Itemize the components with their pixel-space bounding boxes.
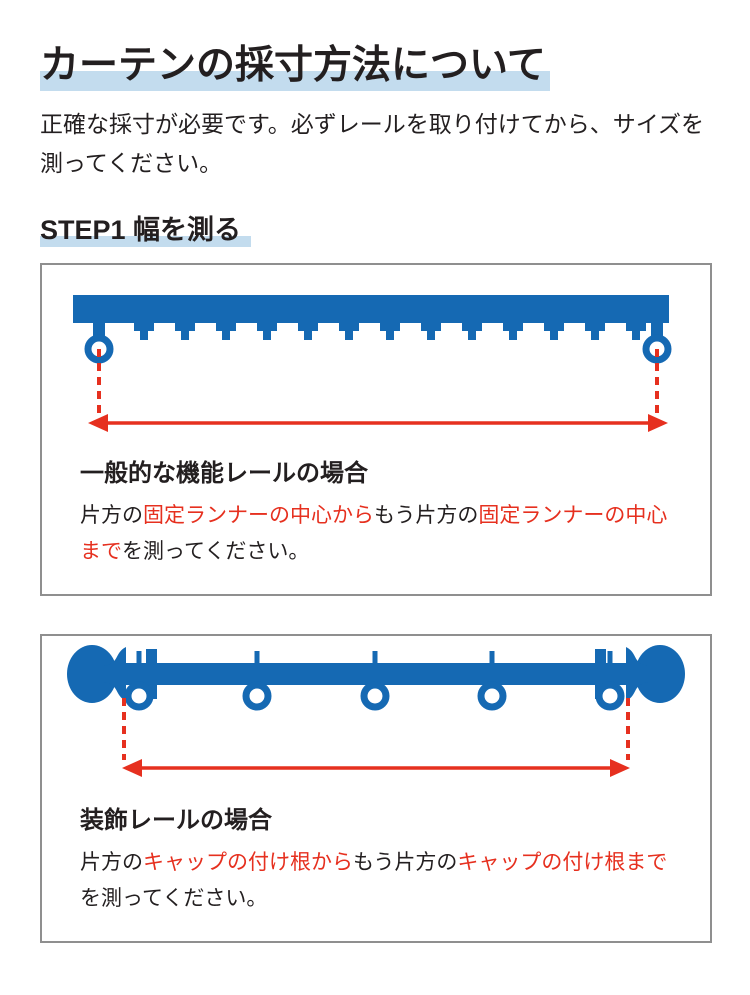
decorative-rail-box: 装飾レールの場合 片方のキャップの付け根からもう片方のキャップの付け根まで を測… bbox=[40, 634, 712, 944]
intro-line: 正確な採寸が必要です。必ずレールを取り付けてから、サイズを bbox=[40, 110, 705, 137]
caption-line: までを測ってください。 bbox=[80, 534, 672, 570]
end-cap-left-icon bbox=[67, 645, 126, 704]
intro-line: 測ってください。 bbox=[40, 150, 223, 177]
decorative-rail-caption: 装飾レールの場合 片方のキャップの付け根からもう片方のキャップの付け根まで を測… bbox=[42, 798, 710, 941]
decorative-rail-caption-title: 装飾レールの場合 bbox=[80, 807, 272, 835]
end-cap-right-icon bbox=[626, 645, 685, 704]
rod-bar-icon bbox=[124, 663, 628, 686]
functional-rail-caption-title: 一般的な機能レールの場合 bbox=[80, 459, 368, 487]
functional-rail-caption-text: 片方の固定ランナーの中心からもう片方の固定ランナーの中心 までを測ってください。 bbox=[80, 498, 672, 570]
caption-segment-red: 固定ランナーの中心 bbox=[478, 503, 668, 527]
page-title-highlight: カーテンの採寸方法について bbox=[40, 44, 550, 91]
caption-segment-red: まで bbox=[80, 540, 122, 564]
caption-segment: を測ってください。 bbox=[122, 540, 310, 564]
measurement-arrow-icon bbox=[88, 413, 668, 432]
curtain-measure-guide-page: カーテンの採寸方法について 正確な採寸が必要です。必ずレールを取り付けてから、サ… bbox=[40, 44, 712, 944]
caption-segment-red: 固定ランナーの中心から bbox=[143, 503, 374, 527]
step1-heading: STEP1 幅を測る bbox=[40, 208, 712, 247]
decorative-rail-diagram bbox=[67, 645, 685, 778]
step1-heading-highlight: STEP1 幅を測る bbox=[40, 214, 252, 247]
functional-rail-box: 一般的な機能レールの場合 片方の固定ランナーの中心からもう片方の固定ランナーの中… bbox=[40, 262, 712, 597]
bracket-left-icon bbox=[146, 649, 157, 700]
caption-line: 片方の固定ランナーの中心からもう片方の固定ランナーの中心 bbox=[80, 498, 672, 534]
caption-segment: 片方の bbox=[80, 503, 143, 527]
caption-segment-red: キャップの付け根から bbox=[143, 851, 353, 875]
caption-segment: もう片方の bbox=[353, 851, 458, 875]
runner-teeth-icon bbox=[134, 322, 646, 340]
intro-paragraph: 正確な採寸が必要です。必ずレールを取り付けてから、サイズを 測ってください。 bbox=[40, 105, 712, 184]
decorative-rail-caption-text: 片方のキャップの付け根からもう片方のキャップの付け根まで を測ってください。 bbox=[80, 845, 672, 917]
caption-line: を測ってください。 bbox=[80, 881, 672, 917]
caption-segment-red: キャップの付け根まで bbox=[457, 851, 668, 875]
page-title: カーテンの採寸方法について bbox=[40, 44, 712, 91]
functional-rail-caption: 一般的な機能レールの場合 片方の固定ランナーの中心からもう片方の固定ランナーの中… bbox=[42, 451, 710, 594]
caption-segment: もう片方の bbox=[374, 503, 479, 527]
functional-rail-diagram bbox=[73, 294, 672, 432]
measurement-arrow-icon bbox=[122, 759, 630, 778]
caption-segment: 片方の bbox=[80, 851, 143, 875]
caption-segment: を測ってください。 bbox=[80, 887, 268, 911]
bracket-right-icon bbox=[595, 649, 606, 700]
rail-bar-icon bbox=[73, 294, 669, 323]
caption-line: 片方のキャップの付け根からもう片方のキャップの付け根まで bbox=[80, 845, 672, 881]
